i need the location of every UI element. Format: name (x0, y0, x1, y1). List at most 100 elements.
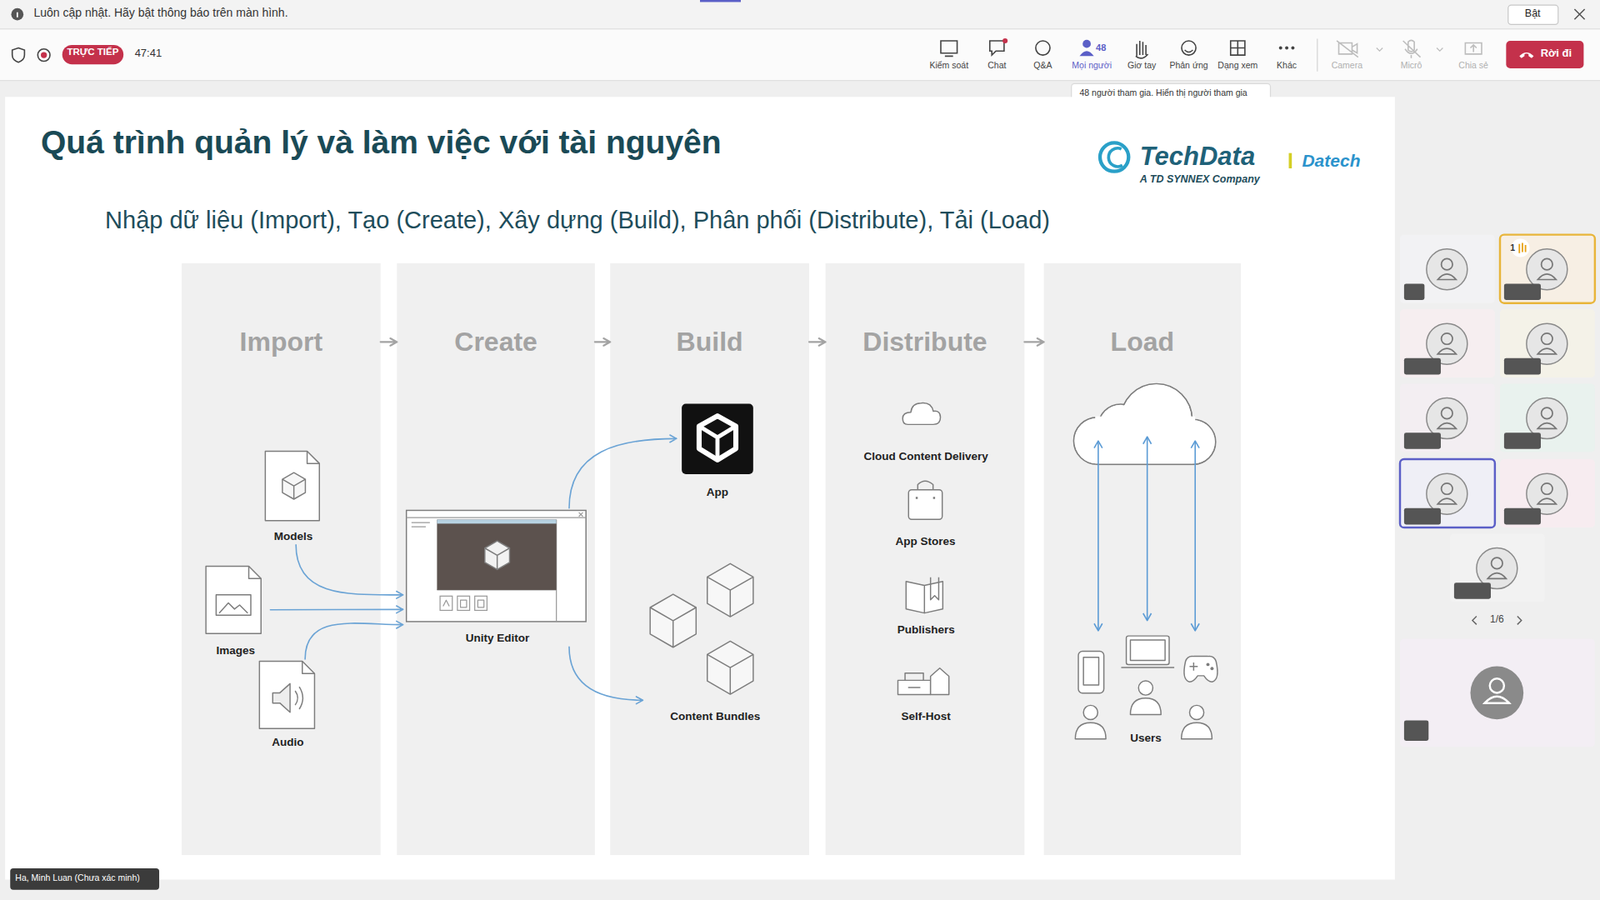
shape (940, 40, 958, 56)
node-label: Content Bundles (670, 710, 760, 724)
shape (1181, 722, 1213, 740)
shape (990, 40, 1005, 55)
node-label: App (706, 485, 729, 500)
stage-band: ImportModelsImagesAudio (181, 263, 381, 855)
node-label: Models (274, 530, 314, 544)
shape (1190, 623, 1200, 631)
shape (1403, 40, 1421, 58)
connector-arrow (569, 646, 643, 704)
shape (0, 30, 1600, 81)
shape (1181, 40, 1196, 55)
asset-node: Users (1069, 630, 1223, 748)
shape (1541, 483, 1553, 495)
shape (699, 426, 736, 460)
shape (650, 607, 697, 648)
asset-node: Models (250, 449, 337, 545)
shape (1100, 142, 1129, 171)
shape (1450, 533, 1545, 602)
shape (930, 668, 950, 695)
shape (1504, 508, 1541, 525)
shape (1044, 263, 1241, 855)
shape (1185, 50, 1194, 52)
shape (1230, 40, 1245, 55)
shape (1078, 650, 1105, 693)
stage-heading: Distribute (862, 325, 987, 358)
shape (1490, 678, 1505, 693)
leave-button: Rời đi (1540, 46, 1572, 60)
connector-arrow (595, 338, 610, 346)
shape (1436, 48, 1443, 52)
node-label: Unity Editor (465, 631, 530, 645)
shape (825, 263, 1025, 855)
shape (1437, 423, 1456, 430)
shape (1537, 274, 1556, 280)
shape (1537, 423, 1556, 430)
timer: 47:41 (135, 46, 163, 60)
shape (216, 595, 252, 615)
shape (650, 594, 697, 648)
toolbar-label: Chat (987, 60, 1006, 71)
tooltip: 48 người tham gia. Hiển thị người tham g… (1080, 87, 1264, 99)
shape (1290, 46, 1295, 50)
shape (1097, 440, 1100, 631)
shape (1035, 40, 1050, 55)
asset-node: Cloud Content Delivery (851, 400, 1000, 465)
shape (1441, 483, 1453, 495)
shape (1190, 440, 1200, 449)
shape (1441, 407, 1453, 419)
connector-arrow (270, 605, 403, 614)
partner-logo: Datech (1301, 150, 1360, 171)
toolbar-label: Giơ tay (1127, 60, 1156, 71)
shape (0, 28, 1600, 30)
notification: Luôn cập nhật. Hãy bật thông báo trên mà… (33, 5, 288, 20)
shape (1146, 436, 1149, 620)
shape (1537, 498, 1556, 505)
shape (1376, 48, 1383, 52)
shape (1130, 698, 1162, 715)
shape (1404, 283, 1425, 300)
shape (1504, 432, 1541, 450)
toolbar-label: Micrô (1400, 60, 1423, 71)
shape (1404, 720, 1429, 740)
shape (1082, 40, 1091, 49)
asset-node: Self-Host (877, 655, 975, 725)
shape (460, 600, 466, 608)
node-label: Self-Host (901, 710, 951, 724)
asset-icon (403, 508, 593, 648)
asset-node: Content Bundles (642, 557, 788, 726)
shape (484, 548, 510, 570)
shape (1142, 436, 1151, 445)
shape (1142, 613, 1151, 621)
shape (707, 576, 754, 617)
shape (908, 490, 942, 520)
shape (1094, 440, 1103, 449)
toolbar-label: Kiểm soát (929, 60, 969, 71)
count-badge: 48 (1095, 42, 1106, 54)
stage-band: LoadUsers (1044, 263, 1241, 855)
shape (1504, 358, 1541, 375)
shape (62, 45, 124, 65)
shape (442, 600, 449, 606)
connector-arrow (1024, 338, 1044, 346)
shape (905, 673, 924, 688)
shape (1400, 459, 1495, 528)
shape (282, 472, 306, 500)
shape (1500, 235, 1595, 304)
shape (1404, 358, 1441, 375)
shape (707, 563, 754, 617)
shape (1541, 407, 1553, 419)
connector-arrow (809, 338, 826, 346)
node-label: App Stores (895, 535, 956, 549)
pager: 1/6 (1490, 613, 1505, 625)
shape (707, 640, 754, 695)
shape (1404, 508, 1441, 525)
shape (1400, 309, 1495, 378)
toolbar-label: Dạng xem (1217, 60, 1258, 71)
stage-band: BuildAppContent Bundles (610, 263, 810, 855)
shape (1508, 5, 1559, 25)
node-label: Users (1130, 731, 1162, 745)
shape (1108, 148, 1123, 167)
shape (1206, 662, 1210, 666)
node-label: Cloud Content Delivery (864, 450, 989, 464)
